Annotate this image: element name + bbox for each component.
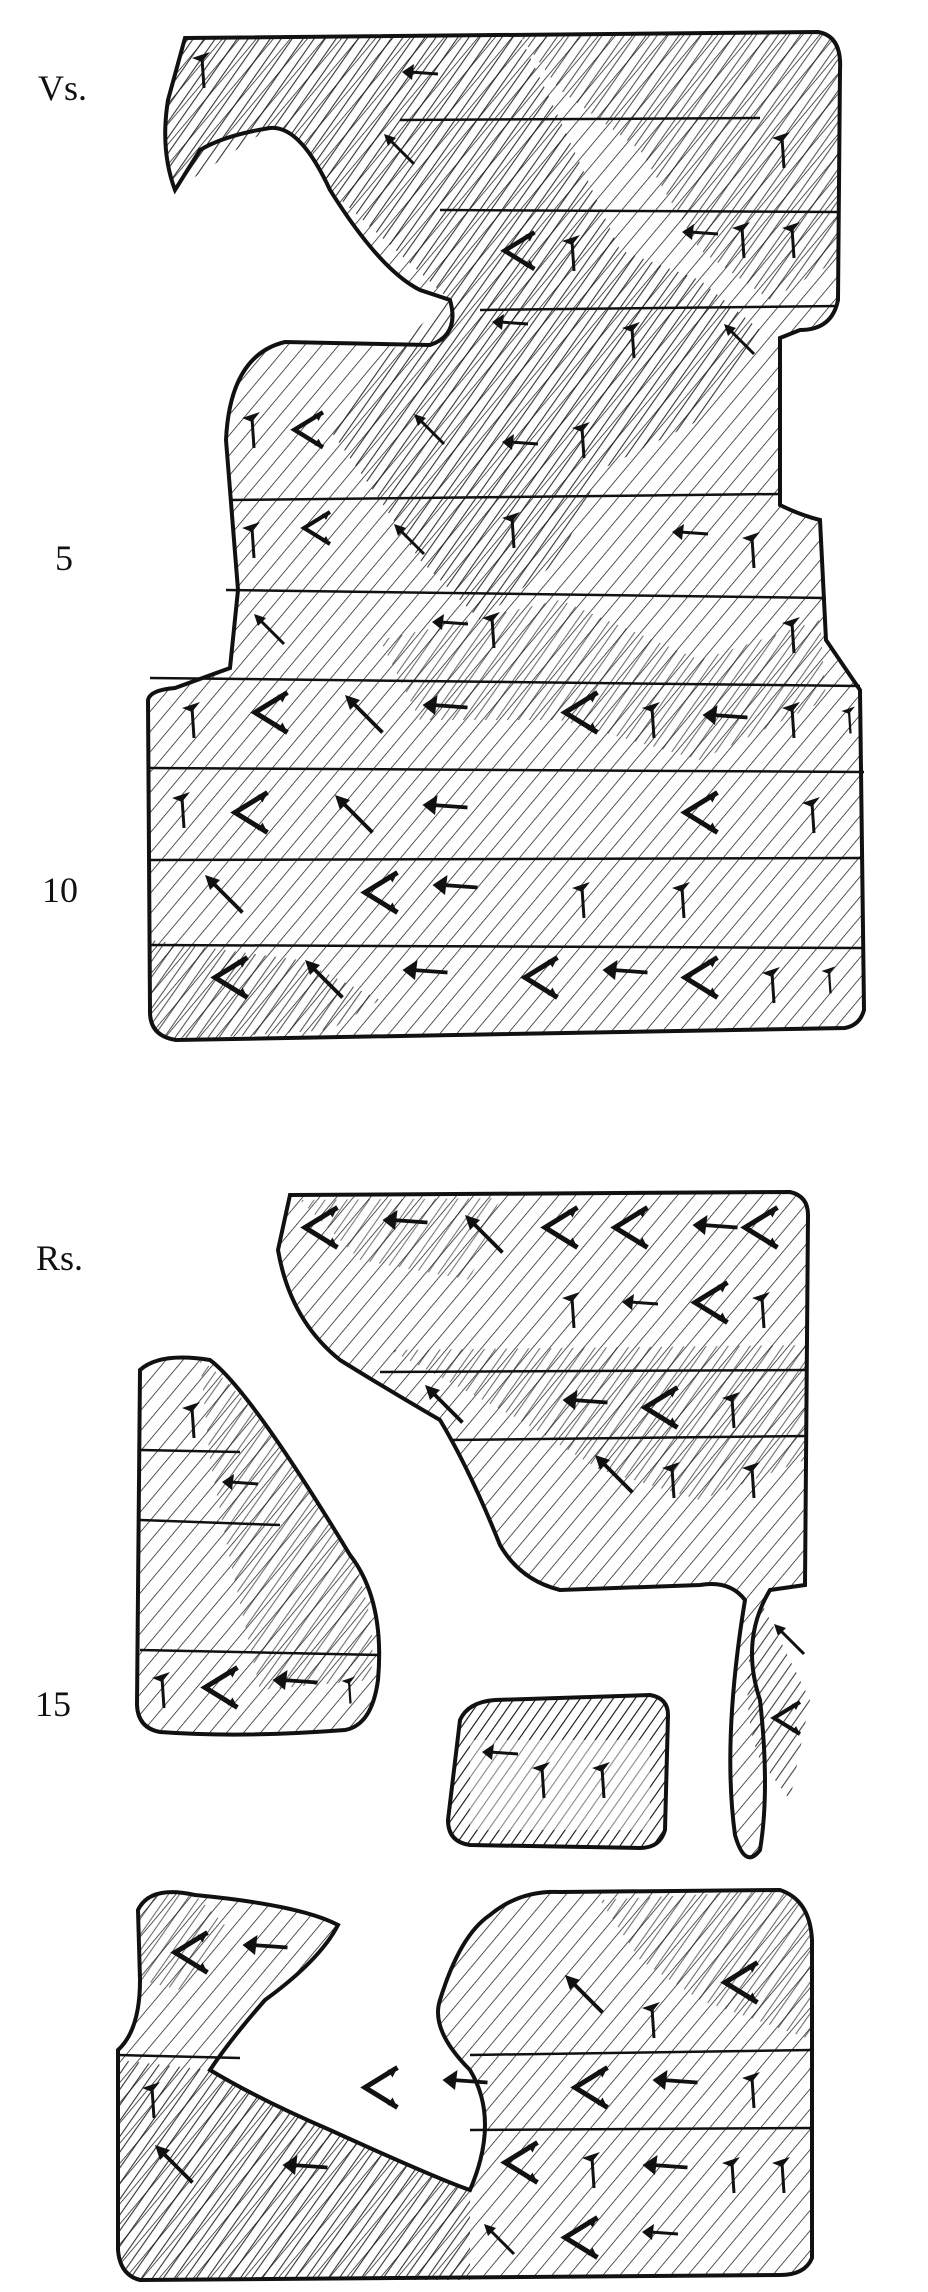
line-number-10: 10: [42, 870, 78, 910]
obverse-label: Vs.: [38, 68, 88, 108]
line-number-5: 5: [55, 538, 73, 578]
line-number-15: 15: [35, 1684, 71, 1724]
reverse-label: Rs.: [36, 1238, 84, 1278]
reverse-tablet: [116, 1189, 814, 2283]
obverse-tablet: [145, 29, 867, 1043]
